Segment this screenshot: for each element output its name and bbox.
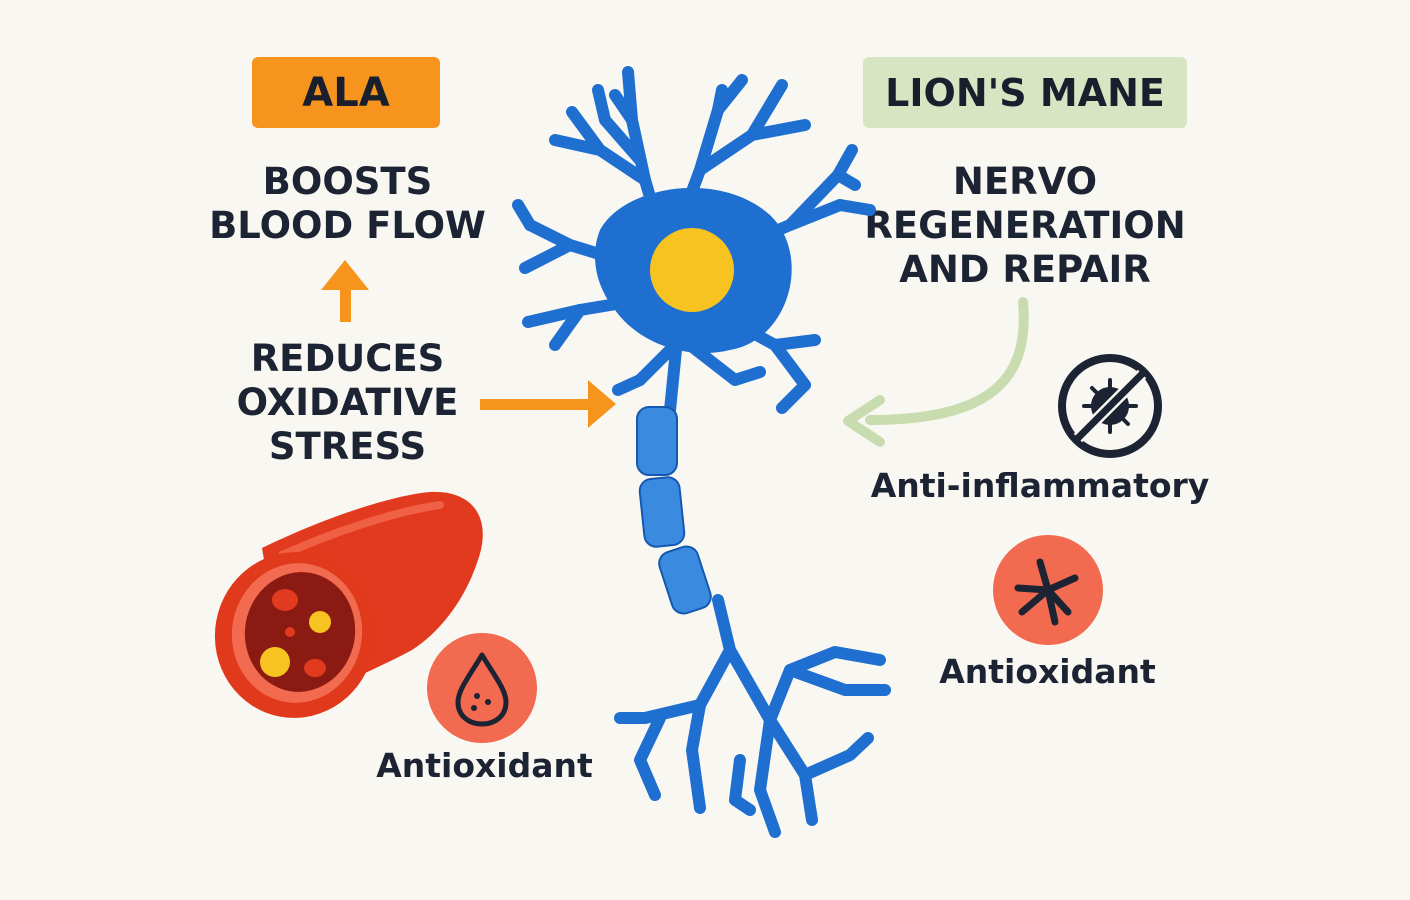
antioxidant-label-left: Antioxidant <box>376 746 593 785</box>
heading-line: STRESS <box>268 425 427 468</box>
nerve-regeneration-heading: NERVO REGENERATION AND REPAIR <box>860 160 1190 292</box>
boosts-blood-flow-heading: BOOSTS BLOOD FLOW <box>205 160 490 248</box>
up-arrow <box>321 260 369 322</box>
asterisk-icon <box>993 535 1103 645</box>
heading-line: BOOSTS <box>262 160 433 203</box>
heading-line: AND REPAIR <box>899 248 1151 291</box>
heading-line: OXIDATIVE <box>236 381 459 424</box>
heading-line: REGENERATION <box>864 204 1186 247</box>
heading-line: BLOOD FLOW <box>209 204 486 247</box>
lions-mane-badge: LION'S MANE <box>863 57 1187 128</box>
ala-badge: ALA <box>252 57 440 128</box>
anti-inflammatory-label: Anti-inflammatory <box>870 466 1210 505</box>
heading-line: REDUCES <box>250 337 445 380</box>
neuron-icon <box>512 66 891 838</box>
no-virus-icon <box>1058 354 1162 458</box>
curved-green-arrow <box>843 297 1029 447</box>
right-arrow <box>480 380 616 428</box>
droplet-icon <box>427 633 537 743</box>
blood-vessel-icon <box>214 491 483 718</box>
heading-line: NERVO <box>952 160 1098 203</box>
reduces-oxidative-stress-heading: REDUCES OXIDATIVE STRESS <box>220 337 475 469</box>
antioxidant-label-right: Antioxidant <box>939 652 1156 691</box>
